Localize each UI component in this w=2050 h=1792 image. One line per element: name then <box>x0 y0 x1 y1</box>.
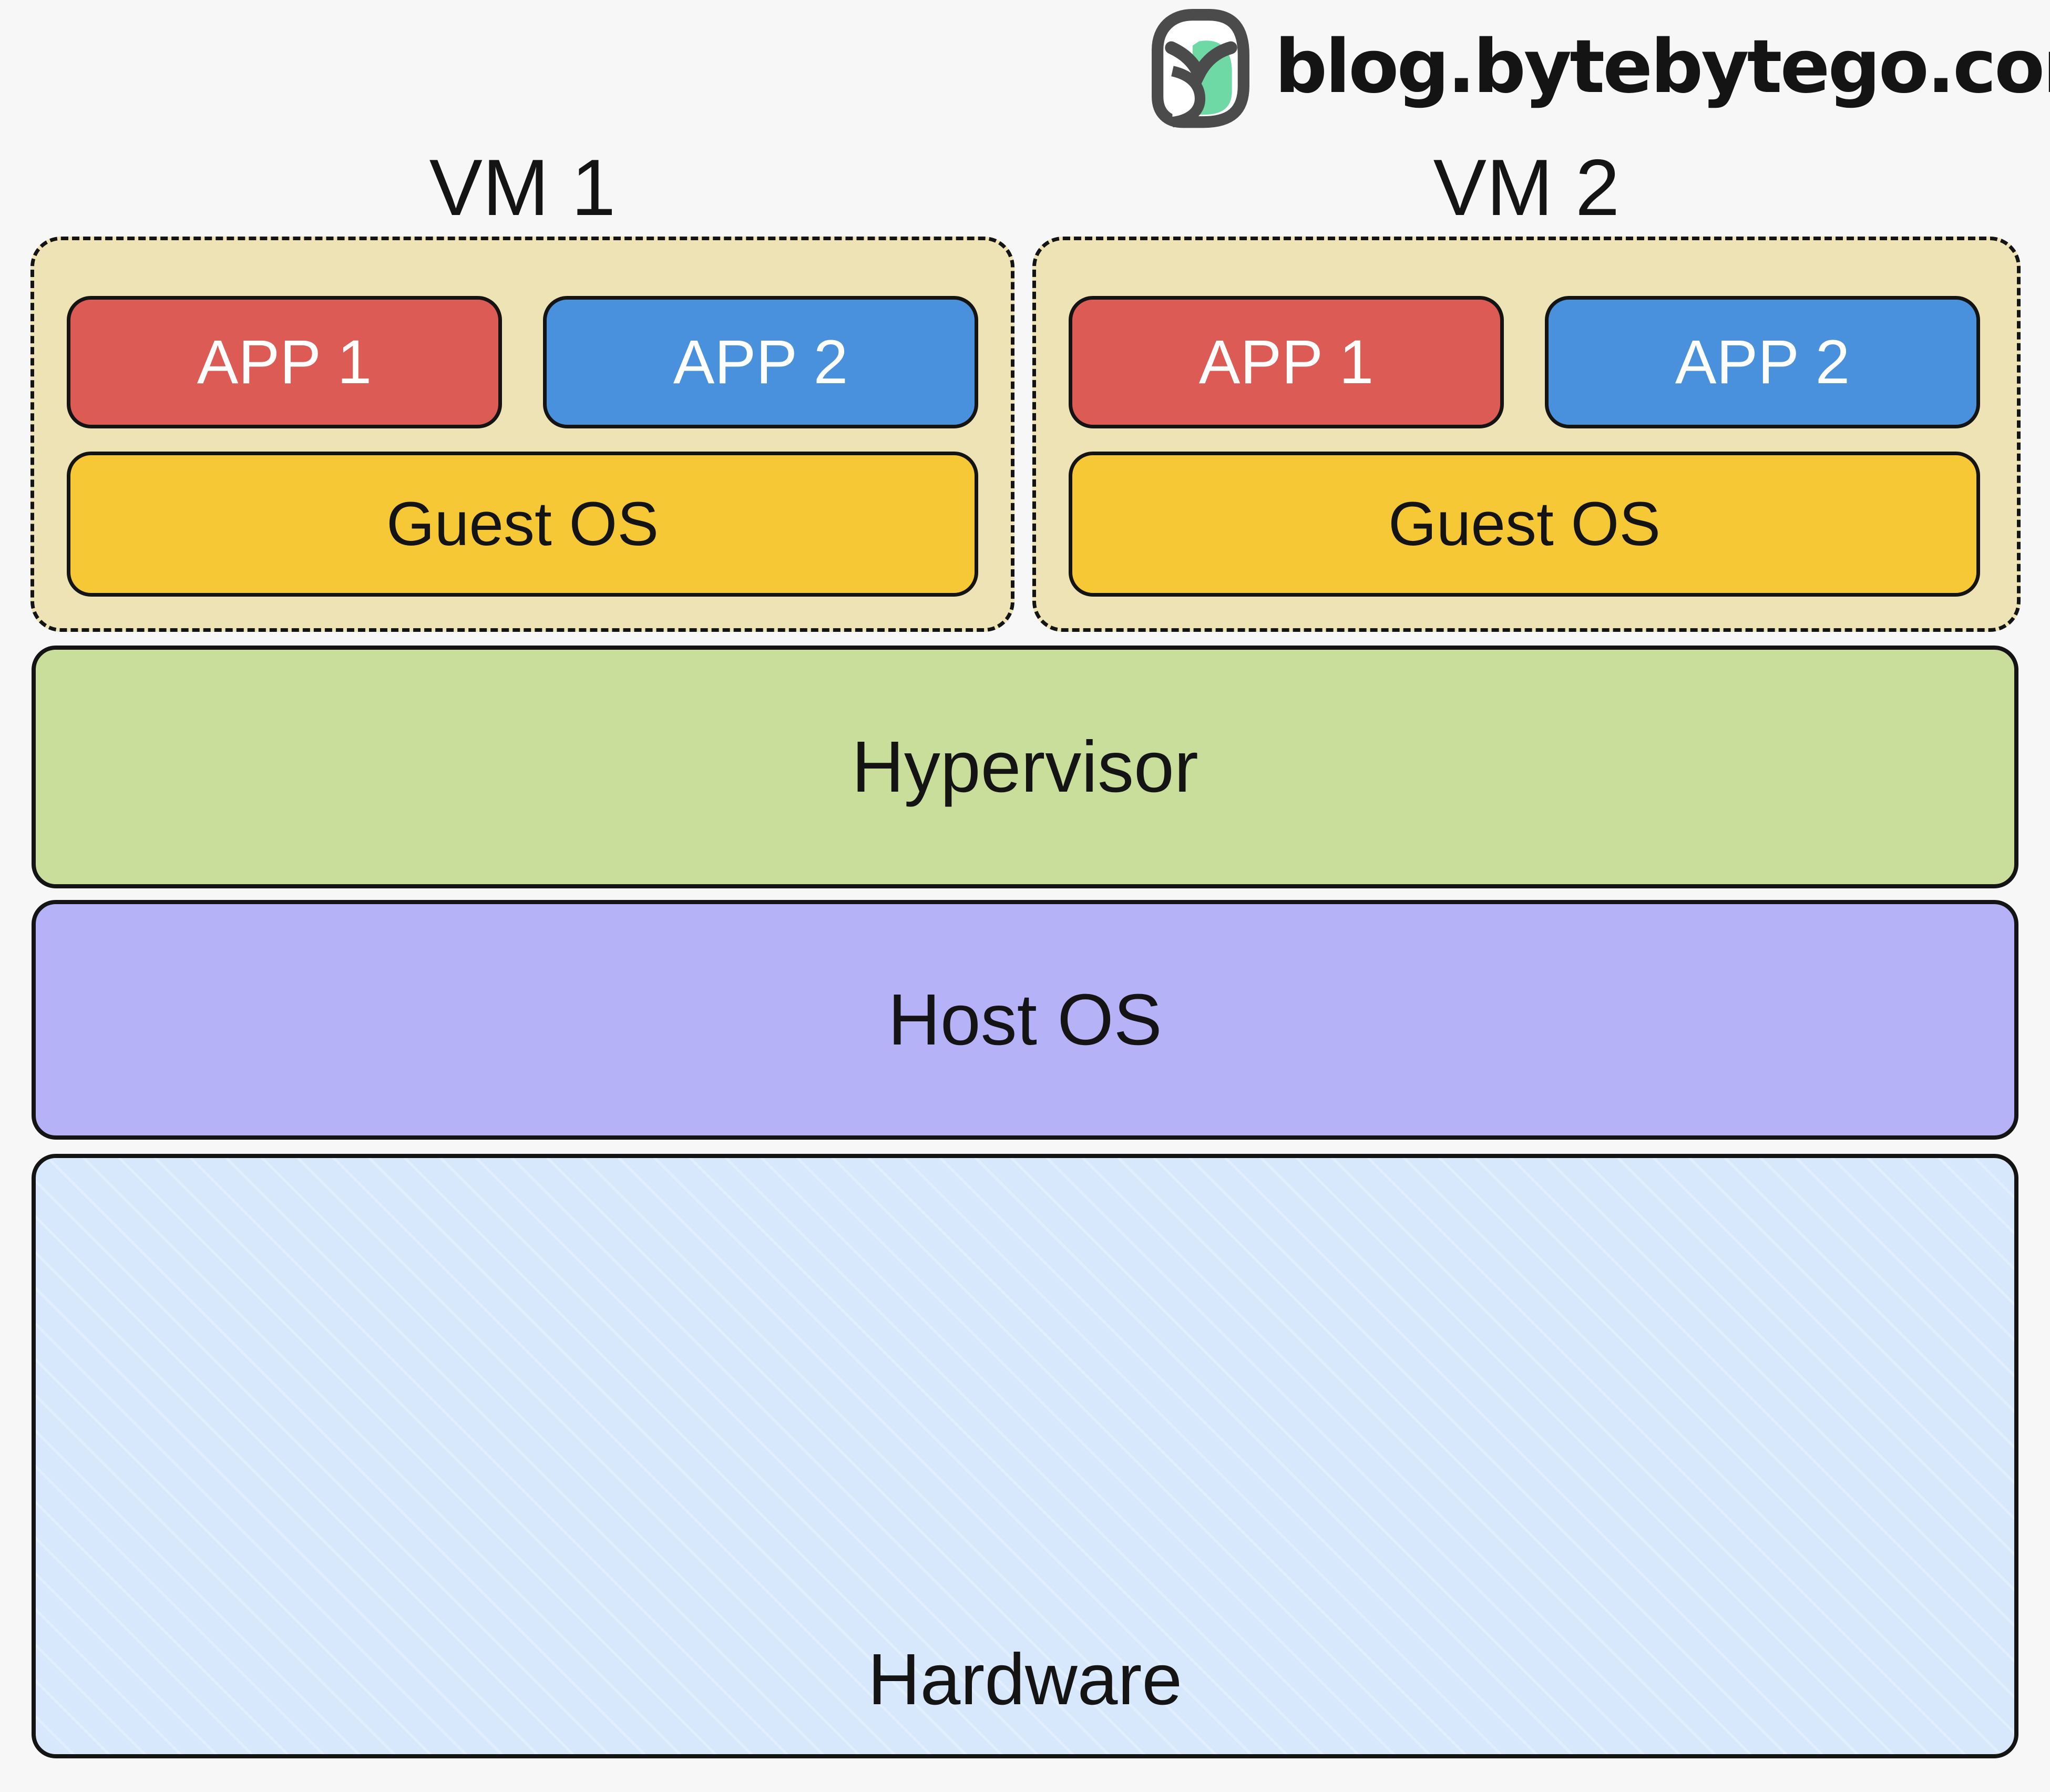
vm1-container: APP 1 APP 2 Guest OS <box>30 237 1014 632</box>
hypervisor-layer: Hypervisor <box>32 646 2018 888</box>
vm1-app2-box: APP 2 <box>543 296 978 428</box>
vm1-title: VM 1 <box>429 143 616 232</box>
vm2-app1-box: APP 1 <box>1069 296 1504 428</box>
hypervisor-label: Hypervisor <box>852 726 1198 807</box>
vm2-app2-box: APP 2 <box>1545 296 1980 428</box>
hardware-layer: Hardware <box>32 1154 2018 1758</box>
vm2-guest-os-box: Guest OS <box>1069 452 1980 597</box>
vm2-container: APP 1 APP 2 Guest OS <box>1032 237 2021 632</box>
site-url-text: blog.bytebytego.com <box>1275 24 2050 110</box>
host-os-layer: Host OS <box>32 900 2018 1140</box>
vm2-title: VM 2 <box>1433 143 1620 232</box>
vm1-app1-box: APP 1 <box>67 296 502 428</box>
bytebytego-owl-icon <box>1150 7 1251 128</box>
vm1-guest-os-box: Guest OS <box>67 452 978 597</box>
hardware-label: Hardware <box>867 1639 1183 1720</box>
host-os-label: Host OS <box>888 979 1162 1060</box>
